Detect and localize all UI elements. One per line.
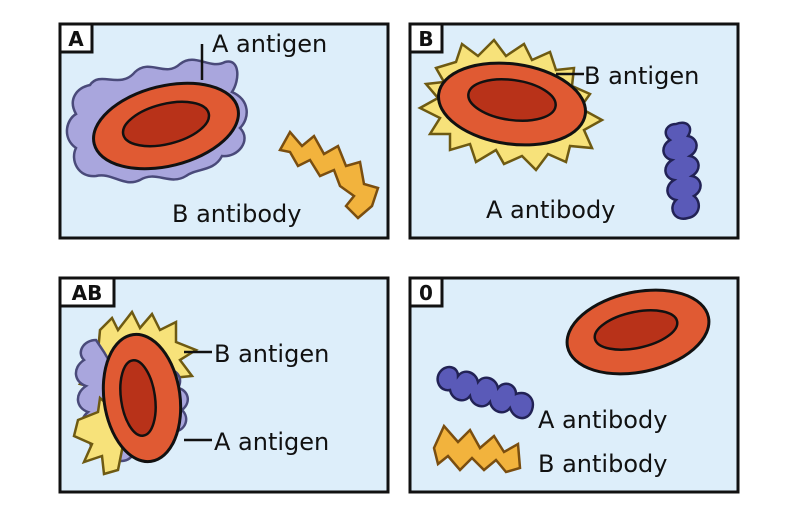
panel-ab-b-antigen-label: B antigen xyxy=(214,340,329,368)
panel-o-tag-box xyxy=(408,276,444,308)
red-blood-cell-icon xyxy=(101,332,183,464)
panel-ab-tag: AB xyxy=(72,281,103,305)
panel-b-antigen-label: B antigen xyxy=(584,62,699,90)
panel-o-b-antibody-label: B antibody xyxy=(538,450,667,478)
panel-o: 0 A antibody B antibody xyxy=(408,276,740,494)
panel-b: B B antigen A antibody xyxy=(408,22,740,240)
a-antibody-icon xyxy=(436,365,535,420)
red-blood-cell-icon xyxy=(437,61,587,147)
panel-o-a-antibody-label: A antibody xyxy=(538,406,667,434)
panel-o-tag: 0 xyxy=(419,281,433,305)
panel-a: A A antigen B antibody xyxy=(58,22,390,240)
red-blood-cell-icon xyxy=(565,288,711,376)
b-antibody-icon xyxy=(278,129,380,220)
panel-a-antibody-label: B antibody xyxy=(172,200,301,228)
a-antibody-icon xyxy=(662,121,702,220)
panel-b-tag-box xyxy=(408,22,444,54)
panel-ab-tag-box xyxy=(58,276,116,308)
panel-ab-a-antigen-label: A antigen xyxy=(214,428,329,456)
panel-b-tag: B xyxy=(418,27,433,51)
panel-a-antigen-label: A antigen xyxy=(212,30,327,58)
red-blood-cell-icon xyxy=(92,81,240,171)
panel-a-tag-box xyxy=(58,22,94,54)
panel-a-tag: A xyxy=(68,27,84,51)
panel-b-antibody-label: A antibody xyxy=(486,196,615,224)
b-antibody-icon xyxy=(432,423,522,474)
panel-ab: AB B antigen A antigen xyxy=(58,276,390,494)
